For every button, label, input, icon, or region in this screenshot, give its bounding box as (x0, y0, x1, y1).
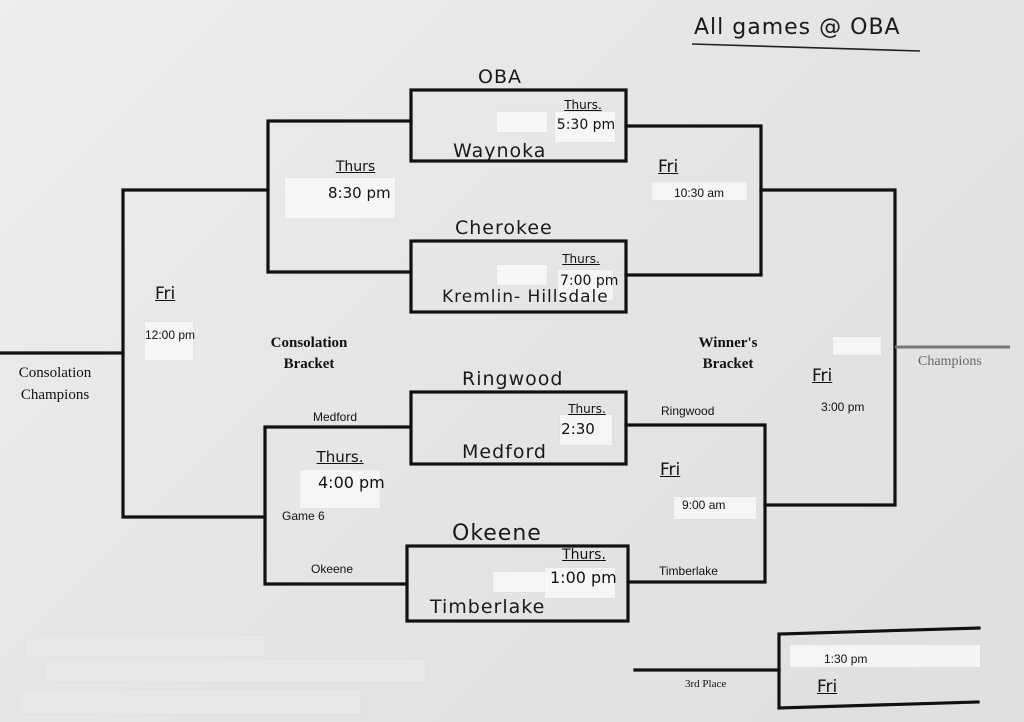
tape-strip (25, 636, 265, 656)
team-cherokee: Cherokee (455, 217, 553, 239)
game4-day: Thurs. (562, 547, 606, 563)
tape-strip (45, 660, 425, 682)
consolation-bottom-time: 4:00 pm (318, 473, 385, 492)
third-place-label: 3rd Place (685, 678, 727, 690)
winners-bracket-label: Winner's Bracket (698, 335, 758, 372)
team-timberlake: Timberlake (430, 596, 546, 618)
final-day: Fri (812, 366, 833, 386)
semi-bottom-team-ringwood: Ringwood (661, 404, 715, 418)
tape-strip (497, 265, 547, 285)
third-place-day: Fri (817, 677, 838, 697)
game1-time: 5:30 pm (556, 117, 616, 133)
consolation-bracket-label: Consolation Bracket (270, 335, 348, 372)
tape-strip (833, 337, 881, 355)
tape-strip (20, 690, 360, 714)
third-place-bracket (777, 626, 981, 710)
tape-strip (652, 182, 747, 200)
consolation-top-day: Thurs (335, 159, 376, 175)
consolation-top-time: 8:30 pm (328, 184, 391, 202)
team-waynoka: Waynoka (453, 140, 547, 162)
tape-strip (285, 178, 395, 218)
tape-strip (674, 497, 756, 519)
champions-label: Champions (918, 354, 982, 369)
consolation-team-okeene: Okeene (311, 562, 354, 576)
semi-bottom-day: Fri (660, 460, 681, 480)
consolation-top-bracket (266, 119, 413, 274)
game2-day: Thurs. (562, 252, 600, 266)
team-okeene: Okeene (452, 521, 542, 546)
tape-strip (497, 112, 547, 132)
consolation-bottom-day: Thurs. (316, 448, 364, 466)
tape-strip (555, 112, 615, 142)
team-ringwood: Ringwood (462, 368, 564, 390)
semi-top-time: 10:30 am (674, 186, 725, 200)
tape-strip (558, 270, 613, 300)
game3-day: Thurs. (568, 402, 606, 416)
game3-time: 2:30 (561, 420, 595, 438)
tape-strip (145, 322, 193, 360)
tape-strip (493, 572, 548, 592)
consolation-bottom-bracket (263, 425, 411, 586)
game2-time: 7:00 pm (560, 273, 619, 289)
tape-strip (545, 568, 615, 598)
team-oba: OBA (478, 66, 522, 88)
final-time: 3:00 pm (821, 400, 865, 414)
consolation-final-time: 12:00 pm (145, 328, 196, 342)
semi-bottom-team-timberlake: Timberlake (659, 564, 718, 578)
game4-time: 1:00 pm (550, 568, 617, 587)
semi-bottom-time: 9:00 am (682, 498, 726, 512)
team-medford: Medford (462, 441, 547, 463)
semi-top-bracket (624, 124, 763, 277)
third-place-time: 1:30 pm (824, 652, 868, 666)
page-title: All games @ OBA (694, 15, 901, 40)
tape-strip (560, 415, 612, 445)
tape-strip (300, 470, 380, 508)
game-6-label: Game 6 (282, 509, 325, 523)
consolation-team-medford: Medford (313, 410, 358, 424)
game-box-ringwood-medford (409, 390, 628, 466)
title-underline (691, 43, 921, 52)
game1-day: Thurs. (564, 98, 602, 112)
consolation-final-day: Fri (155, 284, 176, 304)
consolation-champions-label: Consolation Champions (18, 365, 92, 403)
tape-strip (790, 645, 980, 667)
semi-top-day: Fri (658, 157, 679, 177)
team-kremlin-hillsdale: Kremlin- Hillsdale (442, 287, 609, 307)
